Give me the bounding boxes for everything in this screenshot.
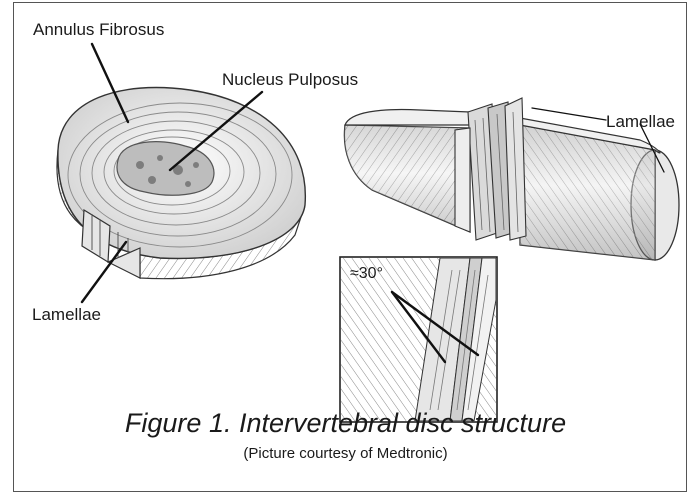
label-lamellae-left: Lamellae (32, 305, 101, 325)
label-lamellae-right: Lamellae (606, 112, 675, 132)
label-annulus-fibrosus: Annulus Fibrosus (33, 20, 164, 40)
leader-lamellae-right-1 (532, 108, 606, 120)
figure-caption: Figure 1. Intervertebral disc structure (0, 408, 691, 439)
figure-credit: (Picture courtesy of Medtronic) (0, 445, 691, 462)
label-angle: ≈30° (350, 265, 383, 283)
label-nucleus-pulposus: Nucleus Pulposus (222, 70, 358, 90)
left-disc (57, 88, 305, 279)
